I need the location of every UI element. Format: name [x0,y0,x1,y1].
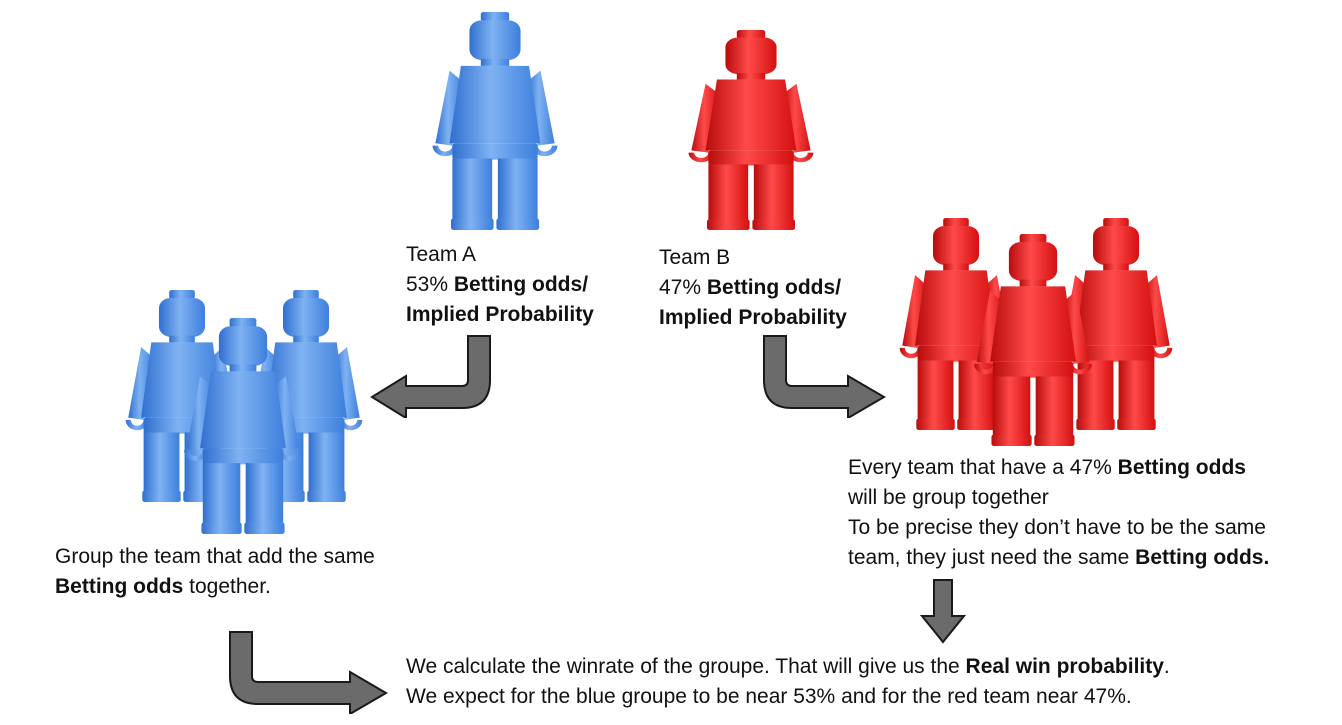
team-b-name: Team B [659,246,731,269]
down-arrow-icon [920,579,966,644]
team-a-name: Team A [406,243,477,266]
blue-group-caption: Group the team that add the same Betting… [55,545,375,598]
team-a-figure [432,12,558,230]
bent-arrow-icon [229,631,388,714]
team-b-label: Team B 47% Betting odds/ Implied Probabi… [659,243,847,333]
red-group-front [974,234,1092,446]
bent-arrow-icon [370,335,491,418]
conclusion-text: We calculate the winrate of the groupe. … [406,655,1170,708]
blue-group-front [184,318,302,534]
bent-arrow-icon [763,335,886,418]
red-group-caption: Every team that have a 47% Betting odds … [848,456,1270,569]
team-b-figure [688,30,814,230]
team-a-label: Team A 53% Betting odds/ Implied Probabi… [406,240,594,330]
